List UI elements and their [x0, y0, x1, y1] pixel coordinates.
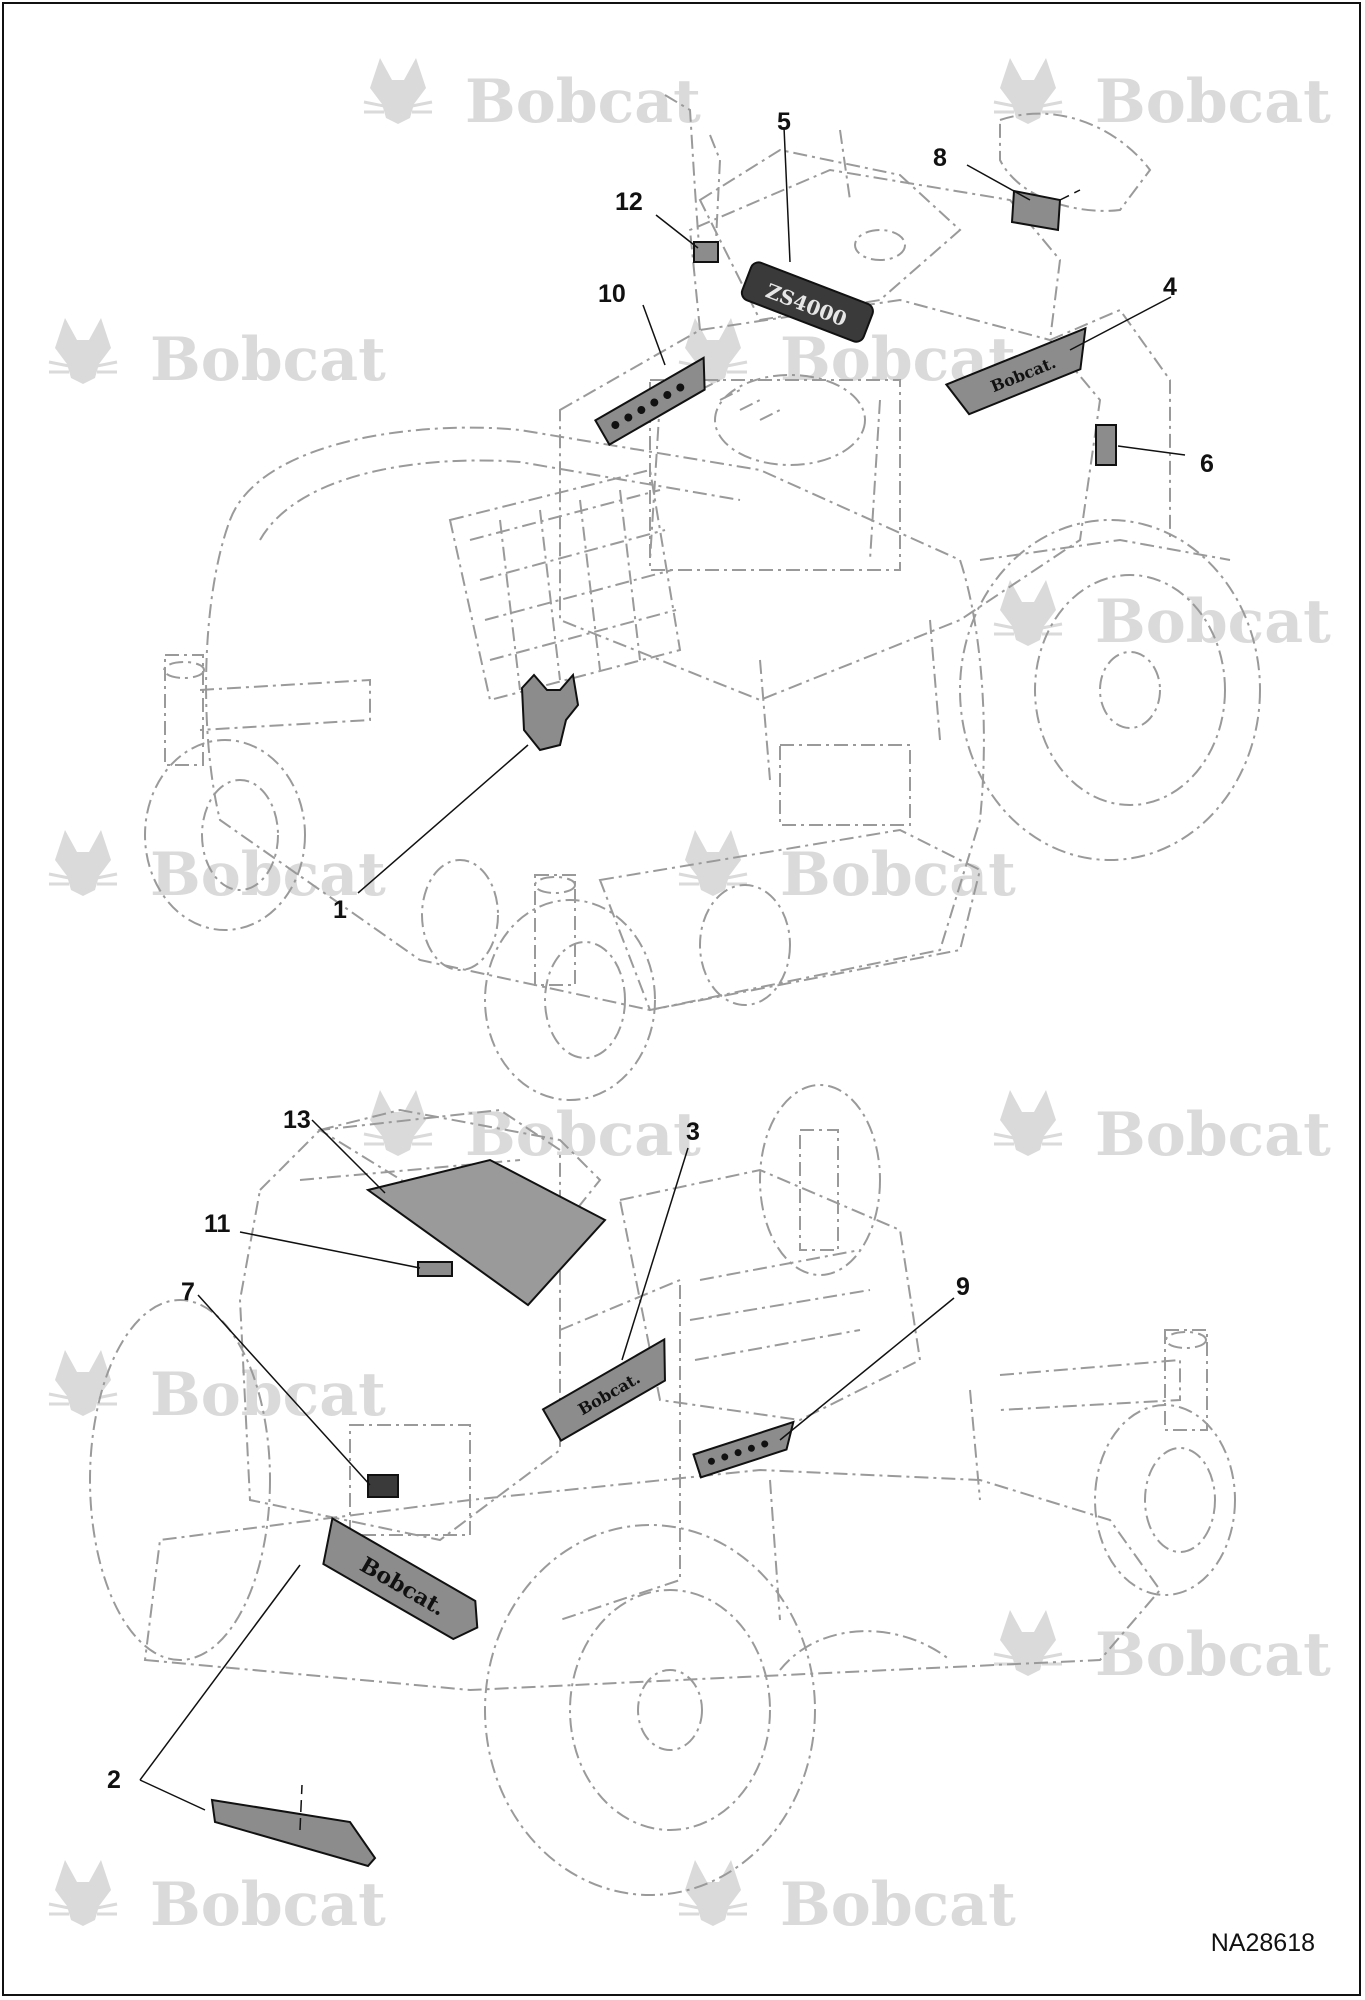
- mower-front-view: [144, 94, 1261, 1101]
- callout-9: 9: [956, 1273, 970, 1301]
- decal-5-model: ZS4000: [740, 261, 874, 343]
- decal-2-strip: [210, 1798, 377, 1868]
- decal-10-warning: [594, 356, 706, 446]
- callout-3: 3: [686, 1118, 700, 1146]
- decal-11: [417, 1261, 453, 1277]
- watermark-text: Bobcat: [1095, 1620, 1331, 1690]
- callout-5: 5: [777, 108, 791, 136]
- watermark-text: Bobcat: [150, 1360, 386, 1430]
- decal-2-brand: Bobcat.: [322, 1516, 479, 1641]
- watermark-text: Bobcat: [780, 840, 1016, 910]
- watermark-layer: Bobcat Bobcat Bobcat Bobcat Bobcat Bobca…: [47, 56, 1331, 1940]
- leader-lines: [139, 126, 1186, 1831]
- watermark-text: Bobcat: [150, 840, 386, 910]
- watermark-text: Bobcat: [465, 67, 701, 137]
- callout-4: 4: [1163, 273, 1177, 301]
- callout-7: 7: [181, 1278, 195, 1306]
- watermark-text: Bobcat: [780, 1870, 1016, 1940]
- decal-8: [1010, 189, 1062, 232]
- callout-13: 13: [283, 1106, 311, 1134]
- figure-id: NA28618: [1210, 1929, 1315, 1957]
- callout-6: 6: [1200, 450, 1214, 478]
- decal-7: [367, 1474, 399, 1498]
- decal-13: [365, 1158, 607, 1307]
- decal-group-bottom: Bobcat. Bobcat.: [210, 1158, 795, 1868]
- callout-12: 12: [615, 188, 643, 216]
- watermark-text: Bobcat: [1095, 67, 1331, 137]
- callout-8: 8: [933, 144, 947, 172]
- callout-10: 10: [598, 280, 626, 308]
- callout-1: 1: [333, 896, 347, 924]
- callout-11: 11: [204, 1210, 231, 1238]
- decal-12: [693, 241, 719, 263]
- watermark-text: Bobcat: [1095, 1100, 1331, 1170]
- callout-2: 2: [107, 1766, 121, 1794]
- mower-rear-view: [89, 1084, 1236, 1896]
- decal-9-warning: [692, 1420, 795, 1479]
- decal-1-bobcat-head: [520, 672, 580, 752]
- watermark-text: Bobcat: [150, 325, 386, 395]
- decal-3-brand: Bobcat.: [541, 1337, 666, 1442]
- watermark-text: Bobcat: [465, 1100, 701, 1170]
- decal-group-top: ZS4000 Bobcat.: [520, 189, 1117, 752]
- watermark-text: Bobcat: [1095, 587, 1331, 657]
- decal-6: [1095, 424, 1117, 466]
- watermark-text: Bobcat: [150, 1870, 386, 1940]
